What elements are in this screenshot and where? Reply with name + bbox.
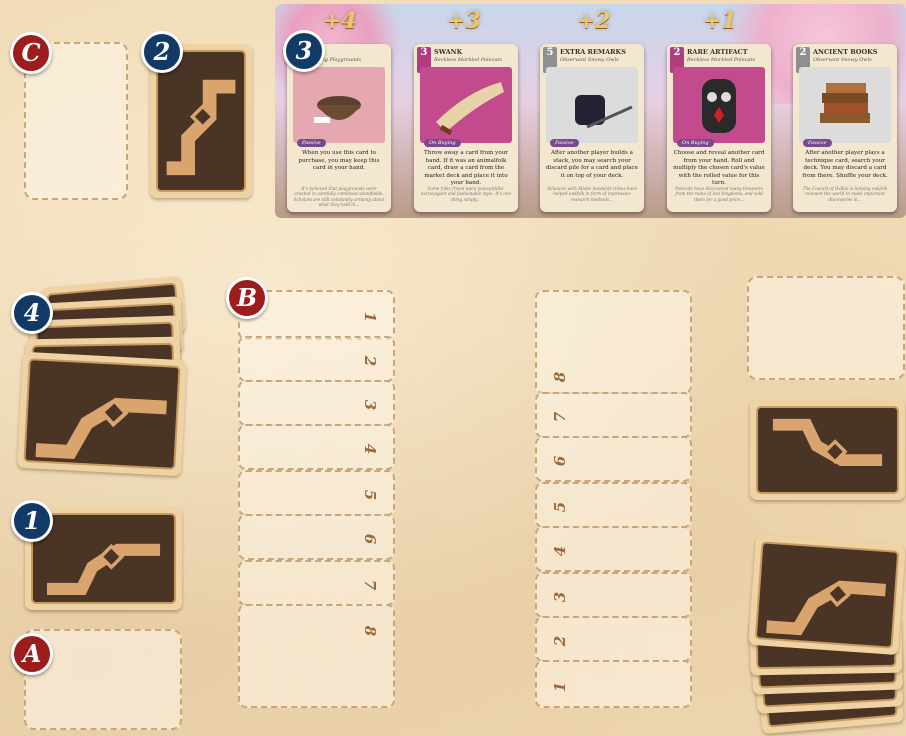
card-body: Choose and reveal another card from your… — [673, 150, 765, 188]
opponent-discard-slot[interactable] — [747, 276, 905, 380]
card-flavor: Some folks frown upon polecatfolks' extr… — [420, 186, 512, 202]
opponent-hand-card-1[interactable] — [748, 535, 905, 655]
track-b-cell-7[interactable]: 7 — [238, 560, 395, 606]
badge-1: 1 — [11, 500, 53, 542]
track-b-cell-8[interactable]: 8 — [238, 604, 395, 708]
card-title: EXTRA REMARKS — [560, 49, 640, 56]
card-title: SWANK — [434, 49, 514, 56]
card-title: RARE ARTIFACT — [687, 49, 767, 56]
track-b-cell-6[interactable]: 6 — [238, 514, 395, 560]
badge-3: 3 — [283, 30, 325, 72]
track-middle: 8 7 6 5 4 3 2 1 — [535, 290, 692, 708]
track-mid-cell-1[interactable]: 1 — [535, 660, 692, 708]
card-subtitle: Reckless Marbled Polecats — [687, 57, 767, 63]
badge-c: C — [10, 32, 52, 74]
track-mid-cell-2[interactable]: 2 — [535, 616, 692, 662]
card-flavor: Polecats have discovered many treasures … — [673, 186, 765, 202]
badge-2: 2 — [141, 31, 183, 73]
card-art — [799, 67, 891, 143]
track-b-cell-2[interactable]: 2 — [238, 336, 395, 382]
swirl-pattern-icon — [25, 360, 178, 468]
swirl-pattern-icon — [33, 515, 174, 602]
track-b-cell-4[interactable]: 4 — [238, 424, 395, 470]
market-row: +4 +3 +2 +1 ...anting Playgrounds Passiv… — [275, 4, 906, 218]
card-tag: On Buying — [424, 139, 461, 147]
badge-b: B — [226, 277, 268, 319]
track-mid-cell-7[interactable]: 7 — [535, 392, 692, 438]
track-b-cell-5[interactable]: 5 — [238, 470, 395, 516]
card-tag: Passive — [550, 139, 579, 147]
card-tag: Passive — [803, 139, 832, 147]
bonus-3: +3 — [447, 8, 481, 34]
card-body: After another player builds a stack, you… — [546, 150, 638, 180]
track-mid-cell-8[interactable]: 8 — [535, 290, 692, 394]
track-b: 1 2 3 4 5 6 7 8 — [238, 290, 395, 708]
card-body: When you use this card to purchase, you … — [293, 150, 385, 173]
swirl-pattern-icon — [158, 52, 244, 190]
bonus-1: +1 — [703, 8, 737, 34]
market-card-swank[interactable]: 3 SWANK Reckless Marbled Polecats On Buy… — [414, 44, 518, 212]
card-title: ANCIENT BOOKS — [813, 49, 893, 56]
mask-icon — [673, 67, 765, 143]
card-subtitle: Observant Snowy Owls — [813, 57, 893, 63]
card-subtitle: Observant Snowy Owls — [560, 57, 640, 63]
track-mid-cell-6[interactable]: 6 — [535, 436, 692, 482]
card-tag: On Buying — [677, 139, 714, 147]
track-b-cell-3[interactable]: 3 — [238, 380, 395, 426]
opponent-deck[interactable] — [750, 400, 905, 500]
card-art — [546, 67, 638, 143]
card-flavor: The Council of Ovlkin is helping owlfolk… — [799, 186, 891, 202]
card-art — [673, 67, 765, 143]
card-art — [293, 67, 385, 143]
bonus-4: +4 — [323, 8, 357, 34]
card-subtitle: Reckless Marbled Polecats — [434, 57, 514, 63]
card-art — [420, 67, 512, 143]
market-card-extra-remarks[interactable]: 5 EXTRA REMARKS Observant Snowy Owls Pas… — [540, 44, 644, 212]
market-card-rare-artifact[interactable]: 2 RARE ARTIFACT Reckless Marbled Polecat… — [667, 44, 771, 212]
card-flavor: It's believed that playgrounds were crea… — [293, 186, 385, 208]
inkwell-icon — [546, 67, 638, 143]
swirl-pattern-icon — [758, 408, 897, 492]
bonus-2: +2 — [577, 8, 611, 34]
books-icon — [799, 67, 891, 143]
track-mid-cell-3[interactable]: 3 — [535, 572, 692, 618]
card-flavor: Alliances with Mistic hawkfolk tribes ha… — [546, 186, 638, 202]
market-card-ancient-books[interactable]: 2 ANCIENT BOOKS Observant Snowy Owls Pas… — [793, 44, 897, 212]
card-tag: Passive — [297, 139, 326, 147]
card-body: After another player plays a technique c… — [799, 150, 891, 180]
bowl-icon — [293, 67, 385, 143]
track-mid-cell-4[interactable]: 4 — [535, 526, 692, 572]
card-body: Throw away a card from your hand. If it … — [420, 150, 512, 188]
badge-a: A — [11, 633, 53, 675]
track-mid-cell-5[interactable]: 5 — [535, 482, 692, 528]
hand-card-1[interactable] — [17, 352, 187, 476]
horn-icon — [420, 67, 512, 143]
swirl-pattern-icon — [757, 543, 897, 646]
badge-4: 4 — [11, 292, 53, 334]
